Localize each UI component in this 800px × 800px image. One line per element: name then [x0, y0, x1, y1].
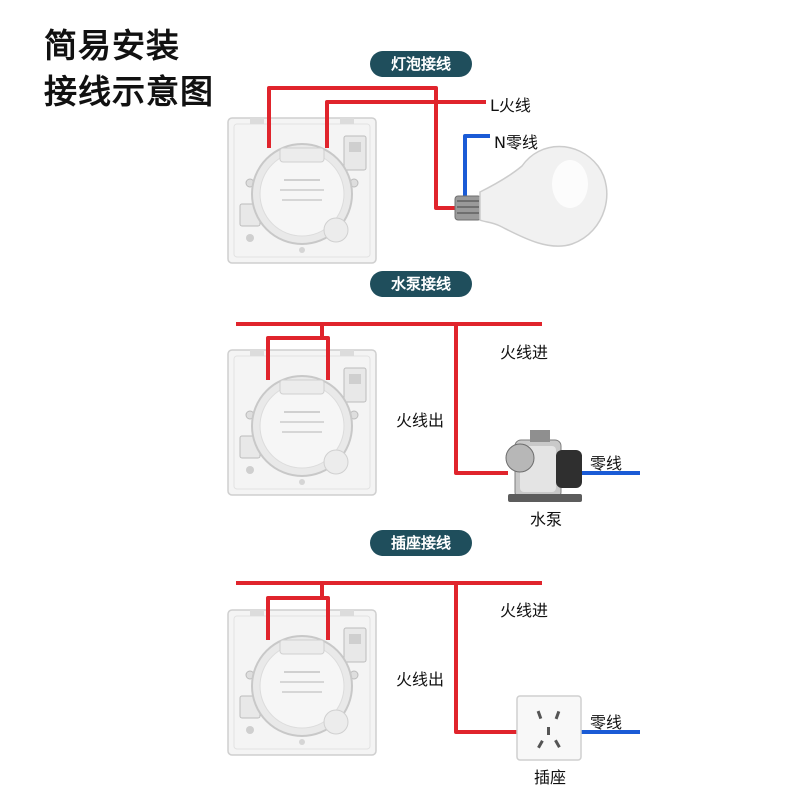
light-bulb-icon: [454, 145, 608, 247]
switch-module-icon: [227, 349, 377, 496]
light-section: [227, 86, 608, 264]
neutral-wire: [463, 134, 490, 196]
live-in-label: 火线进: [500, 343, 549, 362]
device-label-pump: 水泵: [530, 510, 563, 529]
live-out-wire: [438, 581, 519, 734]
heading-line-1: 简易安装: [44, 26, 180, 65]
neutral-label: 零线: [590, 713, 623, 732]
live-out-label: 火线出: [396, 411, 445, 430]
section-title-socket: 插座接线: [370, 530, 472, 556]
socket-section: [227, 581, 640, 761]
water-pump-icon: [505, 430, 582, 502]
section-title-pump: 水泵接线: [370, 271, 472, 297]
live-wire: [267, 86, 456, 210]
switch-module-icon: [227, 117, 377, 264]
switch-module-icon: [227, 609, 377, 756]
live-out-label: 火线出: [396, 670, 445, 689]
neutral-label: 零线: [590, 454, 623, 473]
live-wire-feed: [325, 100, 486, 148]
live-out-wire: [438, 322, 508, 475]
live-wire-label: L火线: [490, 96, 531, 115]
wall-socket-icon: [516, 695, 582, 761]
section-title-light: 灯泡接线: [370, 51, 472, 77]
neutral-wire-label: N零线: [494, 133, 538, 152]
heading-line-2: 接线示意图: [44, 72, 214, 111]
device-label-socket: 插座: [534, 768, 567, 787]
live-in-label: 火线进: [500, 601, 549, 620]
pump-section: [227, 322, 640, 502]
